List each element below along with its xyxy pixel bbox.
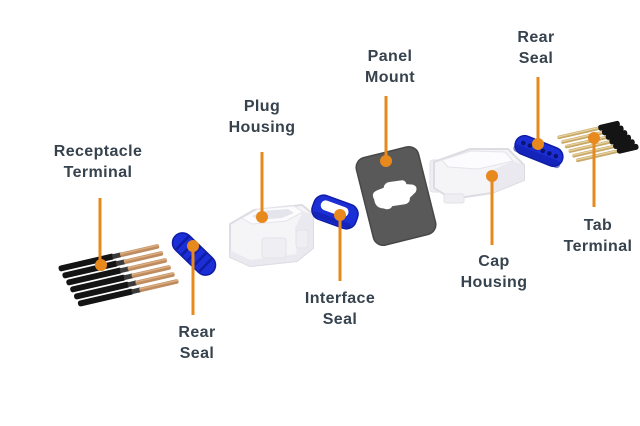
label-interface-seal: Interface Seal	[270, 288, 410, 330]
label-receptacle-terminal: Receptacle Terminal	[18, 141, 178, 183]
label-plug-housing: Plug Housing	[192, 96, 332, 138]
leader-dot-tab-terminal	[588, 132, 600, 144]
receptacle-terminal-part	[58, 244, 179, 307]
label-tab-terminal: Tab Terminal	[538, 215, 640, 257]
rear-seal-right-part	[513, 134, 564, 169]
label-line: Mount	[365, 69, 415, 86]
label-line: Rear	[517, 29, 555, 46]
leader-lines	[95, 77, 600, 315]
label-line: Panel	[367, 48, 413, 65]
leader-dot-rear-seal-left	[187, 240, 199, 252]
label-line: Housing	[228, 119, 296, 136]
leader-dot-interface-seal	[334, 209, 346, 221]
label-line: Seal	[322, 311, 358, 328]
plug-housing-part	[229, 204, 314, 267]
label-line: Housing	[460, 274, 528, 291]
label-rear-seal-right: Rear Seal	[476, 27, 596, 69]
label-cap-housing: Cap Housing	[424, 251, 564, 293]
label-line: Cap	[478, 253, 510, 270]
label-rear-seal-left: Rear Seal	[137, 322, 257, 364]
label-line: Plug	[243, 98, 281, 115]
label-panel-mount: Panel Mount	[320, 46, 460, 88]
cap-housing-part	[429, 148, 525, 204]
label-line: Tab	[583, 217, 613, 234]
leader-dot-panel-mount	[380, 155, 392, 167]
label-line: Rear	[178, 324, 216, 341]
label-line: Seal	[518, 50, 554, 67]
leader-dot-receptacle-terminal	[95, 259, 107, 271]
leader-dot-plug-housing	[256, 211, 268, 223]
panel-mount-part	[355, 145, 437, 247]
label-line: Terminal	[563, 238, 633, 255]
label-line: Seal	[179, 345, 215, 362]
label-line: Terminal	[63, 164, 133, 181]
label-line: Interface	[304, 290, 376, 307]
tab-terminal-part	[557, 120, 639, 163]
leader-dot-rear-seal-right	[532, 138, 544, 150]
leader-dot-cap-housing	[486, 170, 498, 182]
label-line: Receptacle	[53, 143, 143, 160]
